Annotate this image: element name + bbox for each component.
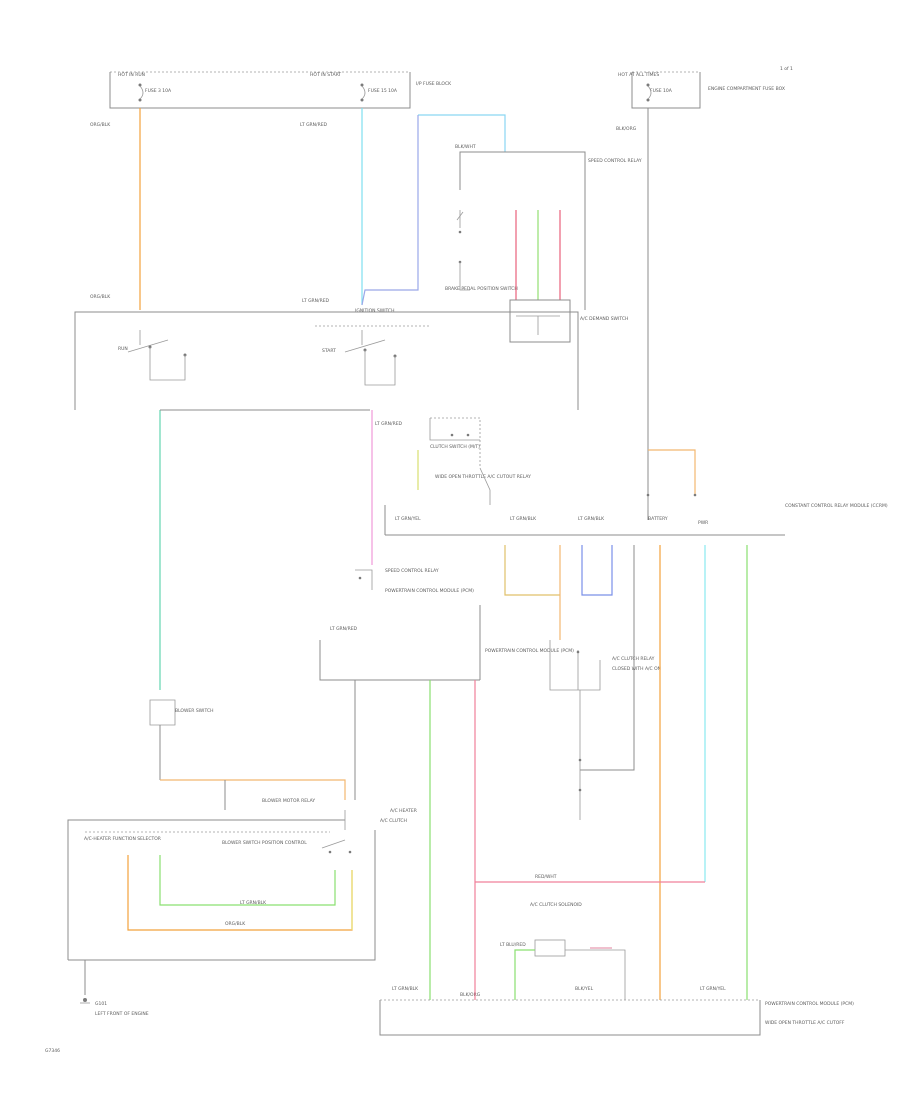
fuse-block-left [109, 71, 411, 109]
label-left-box-items: BLOWER SWITCH POSITION CONTROL [222, 840, 307, 846]
figure-id: G7346 [45, 1048, 60, 1054]
label-pcm-right: POWERTRAIN CONTROL MODULE (PCM) [485, 648, 574, 654]
label-wide-open: WIDE OPEN THROTTLE A/C CUTOUT RELAY [435, 474, 531, 480]
label-ground-left: G101 [95, 1001, 107, 1007]
label-bottom-block-note: WIDE OPEN THROTTLE A/C CUTOFF [765, 1020, 845, 1026]
label-hot-run: HOT IN RUN [118, 72, 145, 78]
label-fuse-a: FUSE 3 10A [145, 88, 172, 94]
label-wire-f: BLK/ORG [616, 126, 637, 132]
label-module-top: BLOWER MOTOR RELAY [262, 798, 315, 804]
label-hot-all: HOT AT ALL TIMES [618, 72, 659, 78]
label-ac-note: A/C DEMAND SWITCH [580, 316, 628, 322]
label-speed-relay: SPEED CONTROL RELAY [588, 158, 642, 164]
label-bottom-block: POWERTRAIN CONTROL MODULE (PCM) [765, 1001, 854, 1007]
bottom-pcm-block [379, 999, 761, 1036]
label-pcm-fuse: FUSE 10A [650, 88, 673, 94]
label-fuse-block: I/P FUSE BLOCK [416, 81, 452, 87]
label-hot-start: HOT IN START [310, 72, 341, 78]
label-bus-mid: LT GRN/BLK [510, 516, 537, 522]
label-bottom-wire-b: BLK/ORG [460, 992, 481, 998]
label-ign-switch: IGNITION SWITCH [355, 308, 395, 314]
wire-green-loop [159, 855, 336, 906]
label-mid-relay-note: CLOSED WITH A/C ON [612, 666, 661, 672]
blower-relay [149, 699, 176, 780]
wire-orange-loop [127, 855, 353, 931]
wire-olive-1 [504, 545, 560, 596]
label-module-left: LT GRN/RED [330, 626, 358, 632]
label-bus-right: BATTERY [648, 516, 668, 522]
speed-control-module [319, 569, 481, 681]
fuse-block-right [631, 71, 701, 109]
label-lower-relay: BLOWER SWITCH [175, 708, 213, 714]
label-left-box-title: A/C-HEATER FUNCTION SELECTOR [84, 836, 161, 842]
label-bottom-wire-e: LT GRN/YEL [700, 986, 726, 992]
label-bottom-wire-d: BLK/YEL [575, 986, 594, 992]
label-wire-e: BLK/WHT [455, 144, 476, 150]
label-pcm-block: POWERTRAIN CONTROL MODULE (PCM) [385, 588, 474, 594]
label-ign-left: RUN [118, 346, 128, 352]
label-ign-right: START [322, 348, 336, 354]
ignition-switch-left [127, 330, 187, 381]
page-ref: 1 of 1 [780, 66, 793, 72]
label-speed-block: SPEED CONTROL RELAY [385, 568, 439, 574]
label-bottom-wire-c: LT BLU/RED [500, 942, 526, 948]
brake-switch [456, 210, 470, 291]
wire-orange-horizontal [160, 779, 346, 800]
ign-frame [74, 311, 579, 410]
label-bus-mid2: LT GRN/BLK [578, 516, 605, 522]
label-fuse-b: FUSE 15 10A [368, 88, 398, 94]
label-wire-pink: LT GRN/RED [375, 421, 403, 427]
speed-relay-loop [459, 151, 586, 310]
relay-pcm-top [646, 449, 697, 510]
label-left-box-right: A/C CLUTCH [380, 818, 407, 824]
label-bus-far: PWR [698, 520, 708, 526]
wire-cyan-loop [418, 114, 506, 152]
label-clutch-top: CLUTCH SWITCH (M/T) [430, 444, 480, 450]
wire-blue-1 [581, 545, 613, 596]
label-wire-a: ORG/BLK [90, 122, 111, 128]
label-right-note: CONSTANT CONTROL RELAY MODULE (CCRM) [785, 503, 888, 509]
label-wire-d: LT GRN/RED [302, 298, 330, 304]
label-wire-b: LT GRN/RED [300, 122, 328, 128]
ignition-switch-right [344, 330, 397, 386]
ac-clutch-relay [549, 640, 601, 820]
label-ground-left-note: LEFT FRONT OF ENGINE [95, 1011, 149, 1017]
label-wire-c: ORG/BLK [90, 294, 111, 300]
clutch-switch [417, 417, 491, 505]
blower-module [67, 810, 376, 961]
label-wire-green: LT GRN/BLK [240, 900, 267, 906]
label-wire-orange: ORG/BLK [225, 921, 246, 927]
label-cross-wire: RED/WHT [535, 874, 557, 880]
label-bottom-relay: A/C CLUTCH SOLENOID [530, 902, 582, 908]
label-pcm-fuse-note: ENGINE COMPARTMENT FUSE BOX [708, 86, 785, 92]
wire-black-1 [580, 545, 635, 771]
label-mid-relay: A/C CLUTCH RELAY [612, 656, 655, 662]
relay-connector [509, 299, 571, 343]
label-bottom-wire-a: LT GRN/BLK [392, 986, 419, 992]
label-bus-left: LT GRN/YEL [395, 516, 421, 522]
ground-left [80, 960, 90, 1004]
ac-solenoid [514, 939, 626, 1000]
label-brake-switch: BRAKE PEDAL POSITION SWITCH [445, 286, 518, 292]
wire-blue-down [361, 115, 419, 306]
label-module-top-note: A/C HEATER [390, 808, 417, 814]
